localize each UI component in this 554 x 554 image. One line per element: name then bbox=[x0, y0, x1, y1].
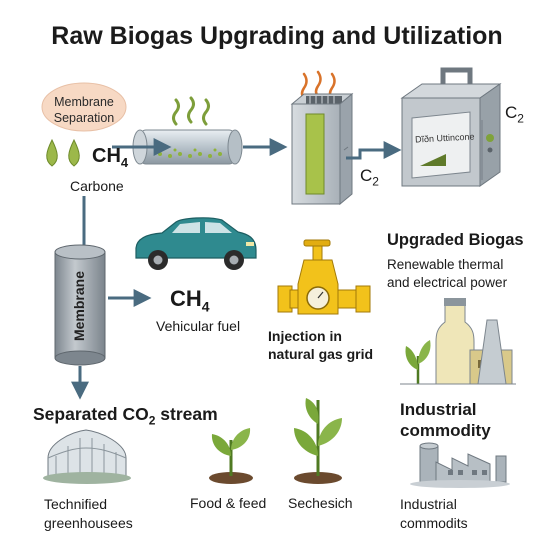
diagram-title: Raw Biogas Upgrading and Utilization bbox=[51, 22, 503, 50]
factory-icon bbox=[410, 442, 510, 488]
greenhouse-icon bbox=[43, 429, 131, 484]
injection-grid-label: Injection in natural gas grid bbox=[268, 328, 374, 363]
industrial-commodits-label: Industrial commodits bbox=[400, 496, 468, 531]
car-icon bbox=[135, 217, 257, 270]
c2-label-column: C2 bbox=[360, 166, 379, 189]
seedling-icon bbox=[209, 428, 253, 484]
membrane-separation-label: Membrane Separation bbox=[53, 95, 115, 125]
gas-waves-icon bbox=[172, 96, 210, 126]
co2-stream-heading: Separated CO2 stream bbox=[33, 404, 218, 428]
seedling-icon bbox=[294, 398, 342, 484]
membrane-cylinder-icon bbox=[54, 244, 106, 366]
carbone-label: Carbone bbox=[70, 178, 124, 194]
ch4-label-top: CH4 bbox=[92, 145, 129, 170]
upgrading-column-icon bbox=[290, 92, 354, 206]
valve-icon bbox=[277, 239, 371, 315]
c2-label-unit: C2 bbox=[505, 103, 524, 126]
ch4-label-vehicular: CH4 bbox=[170, 286, 210, 315]
gas-droplets-icon bbox=[46, 138, 80, 167]
industrial-commodity-heading: Industrial commodity bbox=[400, 400, 491, 441]
upgraded-biogas-heading: Upgraded Biogas bbox=[387, 231, 524, 249]
greenhouses-label: Technified greenhousees bbox=[44, 496, 133, 531]
vehicular-fuel-label: Vehicular fuel bbox=[156, 318, 241, 334]
upgrading-unit-icon bbox=[400, 67, 502, 187]
food-feed-label: Food & feed bbox=[190, 495, 267, 511]
factory-bottle-icon bbox=[400, 298, 516, 385]
membrane-separation-bubble bbox=[41, 82, 127, 132]
pipe-column-to-unit bbox=[346, 141, 402, 160]
renewable-power-label: Renewable thermal and electrical power bbox=[387, 257, 508, 290]
sechesich-label: Sechesich bbox=[288, 495, 353, 511]
